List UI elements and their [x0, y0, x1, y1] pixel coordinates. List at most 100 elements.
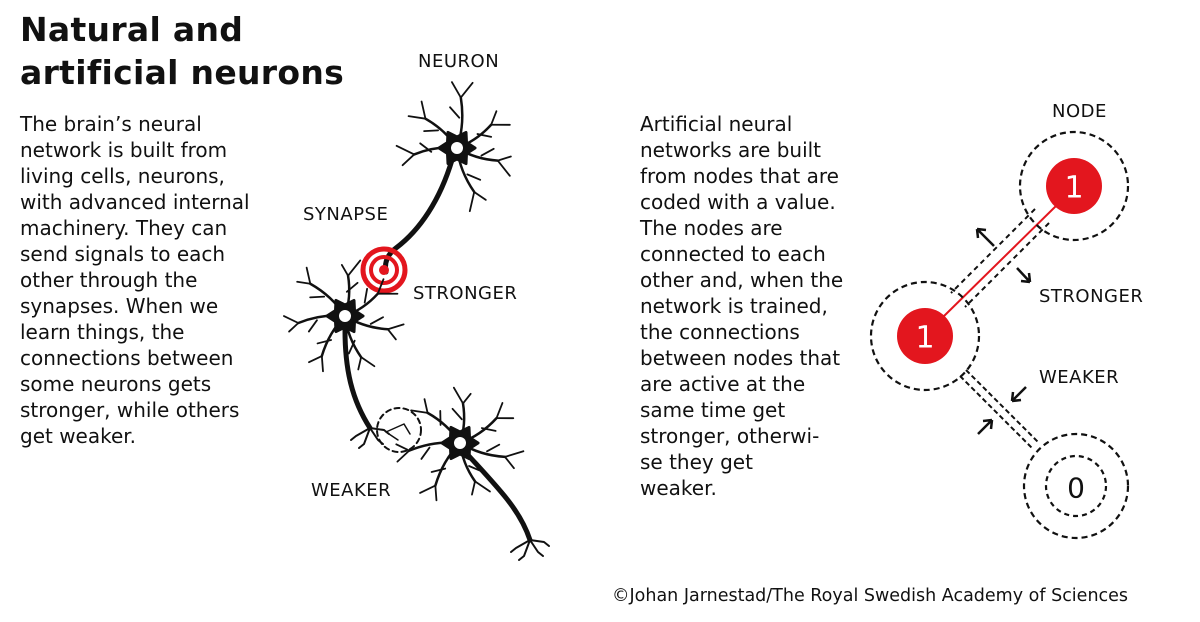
dendrite-branch	[420, 100, 427, 120]
dendrite-branch	[363, 287, 368, 304]
dendrite-branch	[386, 328, 397, 341]
axon-terminal	[529, 539, 550, 547]
dendrite-branch	[466, 173, 482, 181]
natural-neuron-description: The brain’s neural network is built from…	[20, 111, 250, 449]
text-line: The nodes are	[640, 216, 783, 240]
dendrite-branch	[283, 315, 300, 324]
text-line: with advanced internal	[20, 190, 250, 214]
dendrite-branch	[419, 484, 437, 494]
text-line: between nodes that	[640, 346, 841, 370]
dendrite-branch	[395, 144, 416, 156]
dendrite-branch	[423, 398, 429, 414]
text-line: network is built from	[20, 138, 228, 162]
dendrite-branch	[450, 81, 462, 99]
dendrite-branch	[504, 450, 525, 458]
axon-middle-neuron	[342, 327, 373, 431]
axon-terminal	[369, 427, 384, 445]
dendrite-branch	[504, 456, 515, 470]
text-line: network is trained,	[640, 294, 828, 318]
axon-terminal	[510, 539, 531, 553]
dendrite-branch	[480, 147, 495, 157]
dendrite-branch	[462, 392, 472, 405]
dendrite-branch	[396, 449, 411, 463]
text-line: learn things, the	[20, 320, 185, 344]
text-line: stronger, while others	[20, 398, 240, 422]
dendrite-branch	[449, 106, 461, 119]
dendrite-branch	[369, 316, 384, 325]
text-line: weaker.	[640, 476, 717, 500]
artificial-network-description: Artificial neural networks are built fro…	[640, 111, 843, 501]
axon-terminal	[350, 427, 371, 441]
dendrite-branch	[347, 259, 362, 277]
dendrite-branch	[347, 339, 356, 355]
strong-synapse-target	[360, 246, 408, 294]
dendrite-branch	[471, 480, 476, 496]
node-top-halo	[1018, 130, 1130, 242]
text-line: get weaker.	[20, 424, 137, 448]
text-line: the connections	[640, 320, 800, 344]
node-bottom-value: 0	[1067, 472, 1085, 505]
dendrite-branch	[430, 467, 447, 473]
text-line: Artificial neural	[640, 112, 793, 136]
node-middle	[897, 308, 953, 364]
dendrite-branch	[486, 443, 501, 453]
dendrite-branch	[410, 409, 429, 414]
strong-connection-line	[941, 203, 1059, 319]
node-top	[1046, 158, 1102, 214]
dendrite-branch	[386, 323, 405, 331]
node-middle-value: 1	[915, 321, 934, 356]
cell-nucleus	[454, 437, 466, 449]
text-line: living cells, neurons,	[20, 164, 225, 188]
page-title: Natural and artificial neurons	[20, 8, 344, 94]
dendrite-branch	[451, 407, 463, 421]
text-line: from nodes that are	[640, 164, 839, 188]
dendrite-branch	[340, 264, 349, 277]
dendrite-branch	[476, 133, 493, 138]
text-line: same time get	[640, 398, 786, 422]
dendrite-branch	[420, 446, 431, 460]
image-credit: ©Johan Jarnestad/The Royal Swedish Acade…	[612, 586, 1129, 606]
axon-terminal	[369, 427, 390, 435]
dendrite-branch	[376, 278, 385, 295]
cell-nucleus	[339, 310, 351, 322]
dendrite-branch	[468, 465, 483, 473]
text-line: se they get	[640, 450, 753, 474]
title-line-1: Natural and	[20, 10, 244, 49]
text-line: stronger, otherwi-	[640, 424, 820, 448]
dendrite-branch	[345, 281, 359, 293]
text-line: other through the	[20, 268, 198, 292]
dendrite-branch	[473, 191, 487, 201]
axon-terminal	[529, 539, 544, 557]
text-line: synapses. When we	[20, 294, 219, 318]
dendrite-branch	[434, 484, 438, 502]
node-bottom-halo	[1022, 432, 1130, 540]
neuron-stronger-label: STRONGER	[413, 283, 518, 304]
axon-top-neuron	[383, 157, 455, 275]
dendrite-branch	[496, 159, 511, 177]
text-line: are active at the	[640, 372, 806, 396]
dendrite-branch	[308, 355, 323, 364]
text-line: machinery. They can	[20, 216, 228, 240]
node-top-value: 1	[1064, 171, 1083, 206]
text-line: connected to each	[640, 242, 826, 266]
dendrite-branch	[316, 339, 333, 345]
neuron-weaker-label: WEAKER	[311, 480, 392, 501]
dendrite-branch	[474, 480, 491, 493]
dendrite-branch	[459, 81, 474, 99]
text-line: send signals to each	[20, 242, 226, 266]
node-middle-halo	[869, 280, 981, 392]
neuron-label: NEURON	[418, 51, 500, 72]
node-label: NODE	[1052, 101, 1107, 122]
node-weaker-label: WEAKER	[1039, 367, 1120, 388]
dendrite-branch	[307, 319, 318, 333]
dendrite-branch	[395, 443, 411, 452]
text-line: coded with a value.	[640, 190, 836, 214]
text-line: The brain’s neural	[20, 112, 202, 136]
natural-neurons-illustration	[283, 81, 550, 561]
text-line: connections between	[20, 346, 234, 370]
dendrite-branch	[288, 322, 300, 333]
text-line: other and, when the	[640, 268, 844, 292]
text-line: networks are built	[640, 138, 822, 162]
axon-bottom-neuron	[465, 452, 533, 543]
